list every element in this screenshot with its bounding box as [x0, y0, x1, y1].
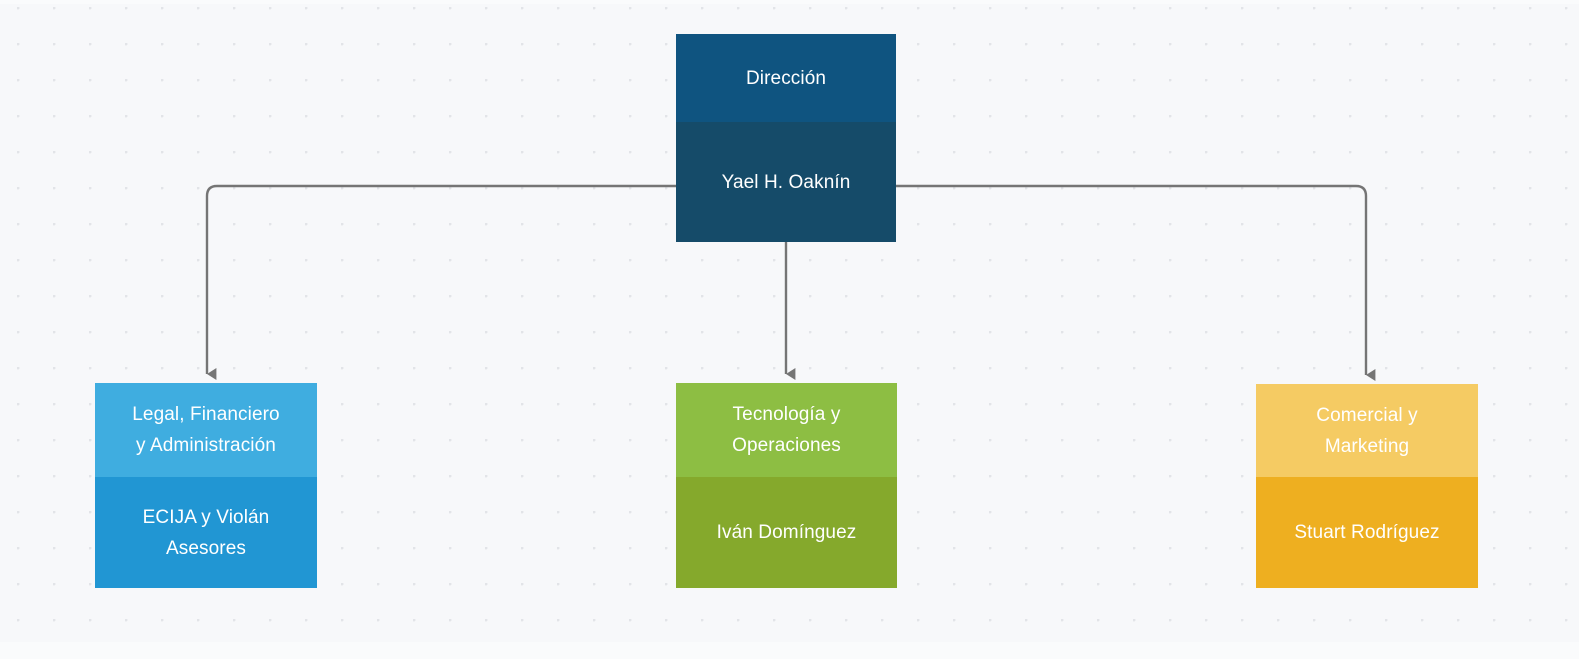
org-node-direccion-person: Yael H. Oaknín	[676, 122, 896, 242]
org-node-comercial-title: Comercial y Marketing	[1256, 384, 1478, 477]
org-node-comercial-person: Stuart Rodríguez	[1256, 477, 1478, 588]
org-node-legal-person: ECIJA y Violán Asesores	[95, 477, 317, 588]
org-node-tecnologia-person: Iván Domínguez	[676, 477, 897, 588]
org-node-tecnologia[interactable]: Tecnología y Operaciones Iván Domínguez	[676, 383, 897, 588]
org-node-legal[interactable]: Legal, Financiero y Administración ECIJA…	[95, 383, 317, 588]
org-node-direccion[interactable]: Dirección Yael H. Oaknín	[676, 34, 896, 242]
edge-root-to-comercial	[896, 184, 1376, 381]
org-node-tecnologia-title: Tecnología y Operaciones	[676, 383, 897, 477]
org-node-comercial[interactable]: Comercial y Marketing Stuart Rodríguez	[1256, 384, 1478, 588]
org-node-legal-title: Legal, Financiero y Administración	[95, 383, 317, 477]
edge-root-to-legal	[205, 184, 676, 380]
org-node-direccion-title: Dirección	[676, 34, 896, 122]
